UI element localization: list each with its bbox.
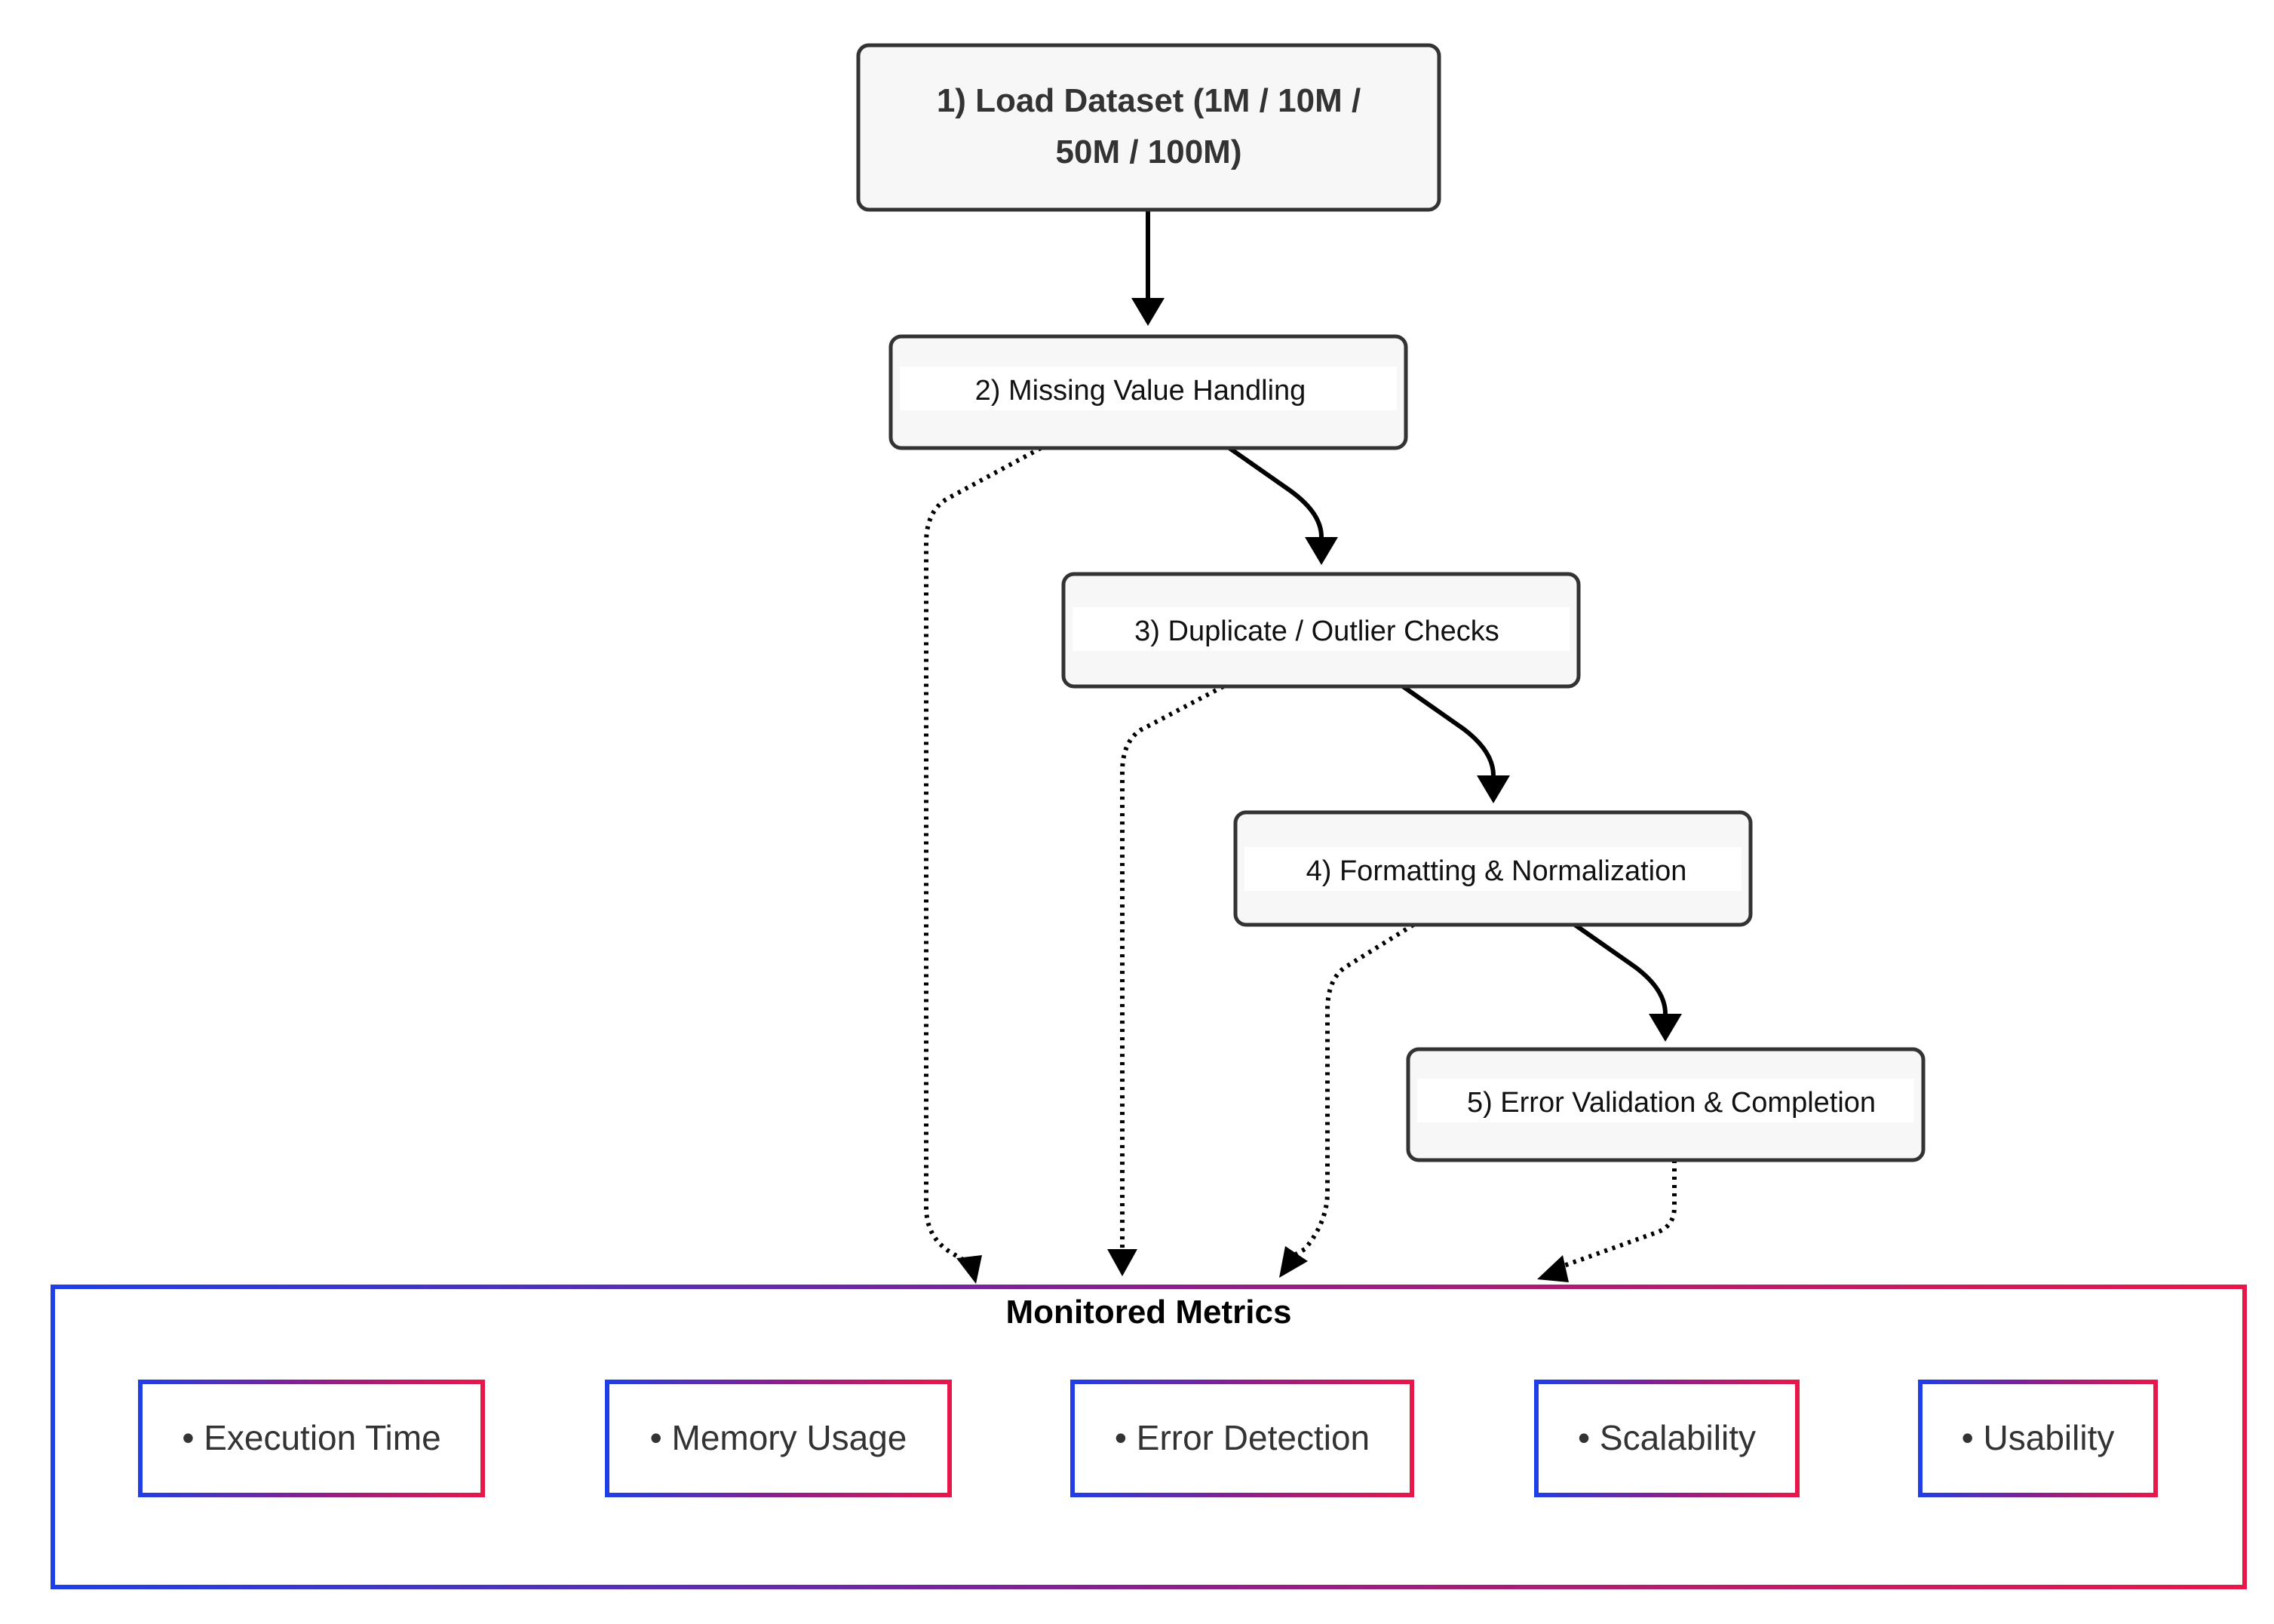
arrowhead-step5 (1649, 1014, 1682, 1042)
metric-label: • Memory Usage (650, 1418, 907, 1457)
metric-label: • Execution Time (182, 1418, 440, 1457)
arrowhead-metrics-2 (1107, 1249, 1137, 1276)
metric-card: • Error Detection (1070, 1380, 1414, 1497)
edge-step3-to-metrics (1120, 684, 1225, 1249)
step-5-node: 5) Error Validation & Completion (1406, 1047, 1926, 1162)
metric-card: • Memory Usage (605, 1380, 952, 1497)
metrics-title: Monitored Metrics (1006, 1294, 1292, 1331)
metric-label: • Usability (1962, 1418, 2115, 1457)
arrowhead-metrics-1 (956, 1255, 982, 1284)
arrowhead-step3 (1305, 537, 1338, 565)
step-3-node: 3) Duplicate / Outlier Checks (1061, 572, 1581, 689)
step-2-node: 2) Missing Value Handling (888, 334, 1408, 450)
edge-step4-to-step5 (1573, 923, 1668, 1015)
step-5-label: 5) Error Validation & Completion (1467, 1087, 1876, 1119)
metric-label: • Error Detection (1115, 1418, 1370, 1457)
metric-card: • Execution Time (138, 1380, 485, 1497)
arrowhead-metrics-4 (1537, 1255, 1569, 1282)
step-2-label: 2) Missing Value Handling (975, 375, 1306, 407)
metric-card: • Scalability (1534, 1380, 1800, 1497)
arrowhead-step2 (1131, 298, 1165, 326)
edge-step3-to-step4 (1401, 684, 1496, 776)
metric-card: • Usability (1918, 1380, 2158, 1497)
step-4-node: 4) Formatting & Normalization (1233, 810, 1753, 927)
metric-label: • Scalability (1578, 1418, 1756, 1457)
edge-step4-to-metrics (1293, 923, 1415, 1257)
arrowhead-step4 (1477, 775, 1510, 803)
step-1-label-line1: 1) Load Dataset (1M / 10M / (937, 82, 1361, 119)
arrowhead-metrics-3 (1279, 1246, 1308, 1278)
step-4-label: 4) Formatting & Normalization (1306, 855, 1687, 887)
step-1-label-line2: 50M / 100M) (1056, 134, 1242, 170)
step-1-node: 1) Load Dataset (1M / 10M / 50M / 100M) (856, 43, 1441, 212)
edge-step5-to-metrics (1558, 1160, 1677, 1269)
step-3-label: 3) Duplicate / Outlier Checks (1134, 616, 1499, 647)
edge-step2-to-metrics (924, 446, 1042, 1263)
edge-step2-to-step3 (1228, 446, 1324, 538)
